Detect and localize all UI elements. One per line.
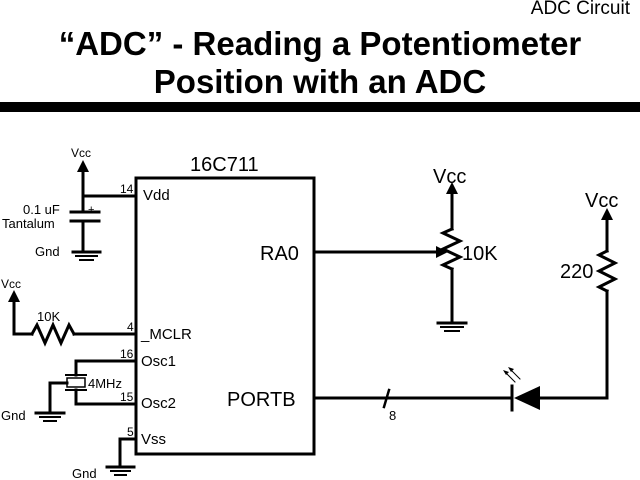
- chip-part-number: 16C711: [190, 154, 259, 176]
- capacitor-value: 0.1 uF: [23, 202, 60, 217]
- title-divider: [0, 102, 640, 112]
- pin-name-osc2: Osc2: [141, 395, 176, 412]
- slide-title-line-1: “ADC” - Reading a Potentiometer: [58, 25, 582, 62]
- vcc-arrow-icon: [601, 208, 613, 220]
- led-icon: [514, 386, 540, 410]
- gnd-label: Gnd: [35, 244, 60, 259]
- crystal-network: [34, 359, 138, 422]
- vcc-arrow-icon: [8, 290, 20, 302]
- pin-number-osc1: 16: [120, 347, 134, 361]
- pin-number-mclr: 4: [127, 320, 134, 334]
- vcc-arrow-icon: [77, 160, 89, 172]
- led-resistor-value: 220: [560, 261, 593, 283]
- capacitor-polarity: +: [88, 204, 94, 216]
- vcc-arrow-icon: [446, 182, 458, 194]
- pullup-resistor-value: 10K: [37, 309, 60, 324]
- vss-ground-network: [105, 437, 138, 476]
- light-emission-arrow-icon: [503, 370, 509, 375]
- pin-name-vss: Vss: [141, 431, 166, 448]
- vcc-label: Vcc: [585, 190, 618, 212]
- gnd-label: Gnd: [72, 466, 97, 480]
- slide-corner-label: ADC Circuit: [530, 0, 630, 19]
- pin-name-osc1: Osc1: [141, 353, 176, 370]
- vcc-label: Vcc: [71, 146, 91, 160]
- potentiometer-network: [312, 191, 468, 332]
- vcc-label: Vcc: [1, 277, 21, 291]
- portb-led-network: [312, 216, 619, 412]
- pin-number-vss: 5: [127, 425, 134, 439]
- pin-number-osc2: 15: [120, 390, 134, 404]
- vcc-label: Vcc: [433, 166, 466, 188]
- pin-name-portb: PORTB: [227, 389, 296, 411]
- light-emission-arrow-icon: [508, 367, 514, 372]
- pin-name-mclr: _MCLR: [140, 326, 192, 343]
- wiper-arrow-icon: [436, 246, 448, 258]
- mclr-pullup-network: [12, 298, 138, 347]
- pin-name-vdd: Vdd: [143, 187, 170, 204]
- microcontroller-body: [134, 176, 316, 456]
- gnd-label: Gnd: [1, 408, 26, 423]
- bus-width-label: 8: [389, 408, 396, 423]
- slide-title-line-2: Position with an ADC: [153, 63, 487, 100]
- pin-name-ra0: RA0: [260, 243, 299, 265]
- crystal-value: 4MHz: [88, 376, 122, 391]
- decoupling-capacitor-network: [69, 170, 138, 261]
- pin-number-vdd: 14: [120, 182, 134, 196]
- potentiometer-value: 10K: [462, 243, 498, 265]
- capacitor-type: Tantalum: [2, 216, 55, 231]
